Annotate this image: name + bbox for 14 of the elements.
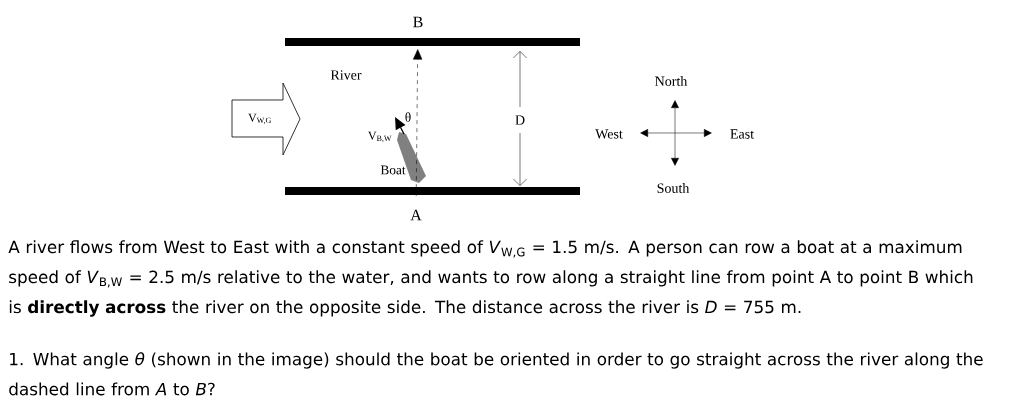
angle-label: θ [405,112,411,122]
velocity-label: V$_{B,W}$ [368,131,392,143]
direction-label: West [595,129,623,139]
direction-label: South [657,183,690,193]
direction-label: North [655,76,688,86]
point-label: A [410,209,422,221]
dimension-label: D [515,115,525,125]
river-label: River [330,70,362,80]
problem-text: A river flows from West to East with a constant speed of V$_{W,G}$ = 1.5 m/s. A person can row a boat at a maximum speed of V$_{B,W}$ = 2.5 m/s relative to the water, and wants to row along a straight line from point A to point B which is directly across the river on the opposite side. The distance across the river is D = 755 m. [8,240,973,317]
boat-label: Boat [380,165,406,175]
question-text: 1. What angle θ (shown in the image) should the boat be oriented in order to go straight across the river along the dashed line from A to B? [9,352,983,396]
dashed-arrow [413,49,423,197]
point-label: B [413,16,423,28]
direction-label: East [730,129,754,139]
